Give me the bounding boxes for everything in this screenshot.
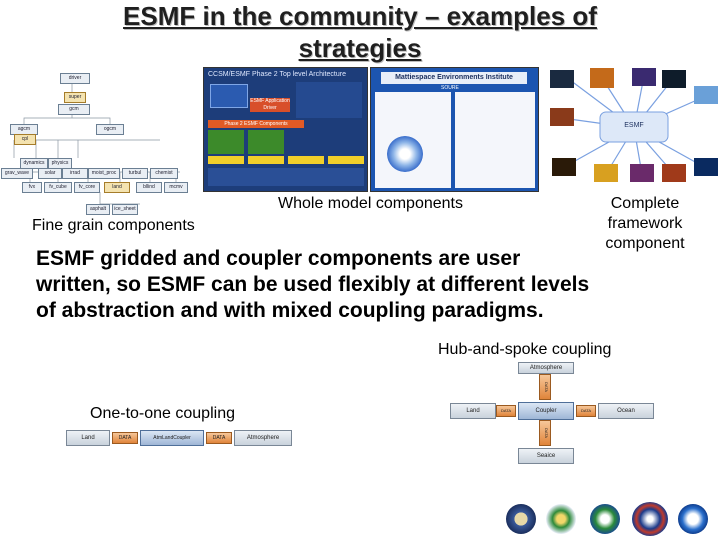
caption-fine-grain: Fine grain components [32, 217, 195, 234]
hub-data-right: DATA [576, 405, 596, 417]
tree-node: moist_proc [88, 168, 120, 179]
tree-node: ice_sheet [112, 204, 138, 215]
o2o-coupler-box: AtmLandCoupler [140, 430, 204, 446]
tree-node: asphalt [86, 204, 110, 215]
panel2-header: Mattiespace Environments Institute [381, 72, 527, 84]
panel1-block [210, 84, 248, 108]
hub-coupler-box: Coupler [518, 402, 574, 420]
panel1-text-block [296, 82, 362, 118]
slide-title: ESMF in the community – examples of stra… [0, 0, 720, 64]
o2o-atmosphere-box: Atmosphere [234, 430, 292, 446]
dod-seal-icon [506, 504, 536, 534]
hub-atmosphere-box: Atmosphere [518, 362, 574, 374]
title-line-2: strategies [298, 33, 422, 63]
hub-data-bottom: DATA [539, 420, 551, 446]
tree-node: grav_wave [1, 168, 33, 179]
hub-data-top: DATA [539, 374, 551, 400]
tree-node: gcm [58, 104, 90, 115]
panel1-header: CCSM/ESMF Phase 2 Top level Architecture [208, 71, 346, 78]
noaa-logo-icon [678, 504, 708, 534]
hub-spoke-diagram: Atmosphere DATA Land DATA Coupler DATA O… [440, 362, 680, 472]
caption-framework-line-1: Complete [610, 195, 680, 212]
title-line-1: ESMF in the community – examples of [123, 1, 597, 31]
agency-logos [506, 500, 718, 540]
tree-node: fv_cube [44, 182, 72, 193]
panel2-left-card [375, 92, 451, 188]
hub-data-left: DATA [496, 405, 516, 417]
framework-hub-label: ESMF [624, 122, 644, 129]
caption-hub-spoke: Hub-and-spoke coupling [438, 341, 612, 358]
msei-poster-image: Mattiespace Environments Institute SOURE [370, 67, 539, 192]
panel1-yellow-box [248, 156, 284, 164]
hub-land-box: Land [450, 403, 496, 419]
panel1-driver: ESMF Application Driver [250, 98, 290, 112]
framework-wheel-image: ESMF [548, 66, 720, 191]
tree-node: driver [60, 73, 90, 84]
panel2-sub: SOURE [441, 85, 459, 91]
caption-one-to-one: One-to-one coupling [90, 405, 235, 422]
nsf-logo-icon [546, 504, 576, 534]
hub-seaice-box: Seaice [518, 448, 574, 464]
slide-body-text: ESMF gridded and coupler components are … [36, 247, 590, 322]
panel1-green-box [208, 130, 244, 154]
tree-node: turbul [122, 168, 148, 179]
o2o-land-box: Land [66, 430, 110, 446]
tree-node: ogcm [96, 124, 124, 135]
caption-whole-model: Whole model components [278, 195, 463, 212]
caption-framework-line-3: component [605, 235, 685, 252]
o2o-data-2: DATA [206, 432, 232, 444]
panel1-yellow-box [208, 156, 244, 164]
nasa-logo-icon [632, 502, 668, 536]
tree-node: fv_core [74, 182, 100, 193]
tree-node: bllind [136, 182, 162, 193]
tree-node: solar [38, 168, 62, 179]
tree-node: cpl [14, 134, 36, 145]
tree-node: dynamics [20, 158, 48, 169]
o2o-data-1: DATA [112, 432, 138, 444]
panel1-yellow-box [288, 156, 324, 164]
panel2-right-card [455, 92, 535, 188]
fine-grain-tree-diagram: driver super gcm agcm ogcm cpl dynamics … [0, 68, 190, 218]
globe-icon [387, 136, 423, 172]
framework-wheel-svg [550, 68, 718, 182]
hub-ocean-box: Ocean [598, 403, 654, 419]
panel1-yellow-box [328, 156, 364, 164]
doe-logo-icon [590, 504, 620, 534]
panel1-green-box [248, 130, 284, 154]
tree-node: mcmv [164, 182, 188, 193]
panel1-components-bar: Phase 2 ESMF Components [208, 120, 304, 128]
tree-node: fvx [22, 182, 42, 193]
tree-node: irrad [62, 168, 88, 179]
one-to-one-diagram: Land DATA AtmLandCoupler DATA Atmosphere [66, 428, 292, 448]
panel1-footer-text [208, 168, 364, 186]
caption-framework: Complete framework component [590, 194, 700, 254]
tree-node: chemist [150, 168, 178, 179]
caption-framework-line-2: framework [607, 215, 683, 232]
tree-node: super [64, 92, 86, 103]
tree-node: land [104, 182, 130, 193]
ccsm-architecture-image: CCSM/ESMF Phase 2 Top level Architecture… [203, 67, 368, 192]
